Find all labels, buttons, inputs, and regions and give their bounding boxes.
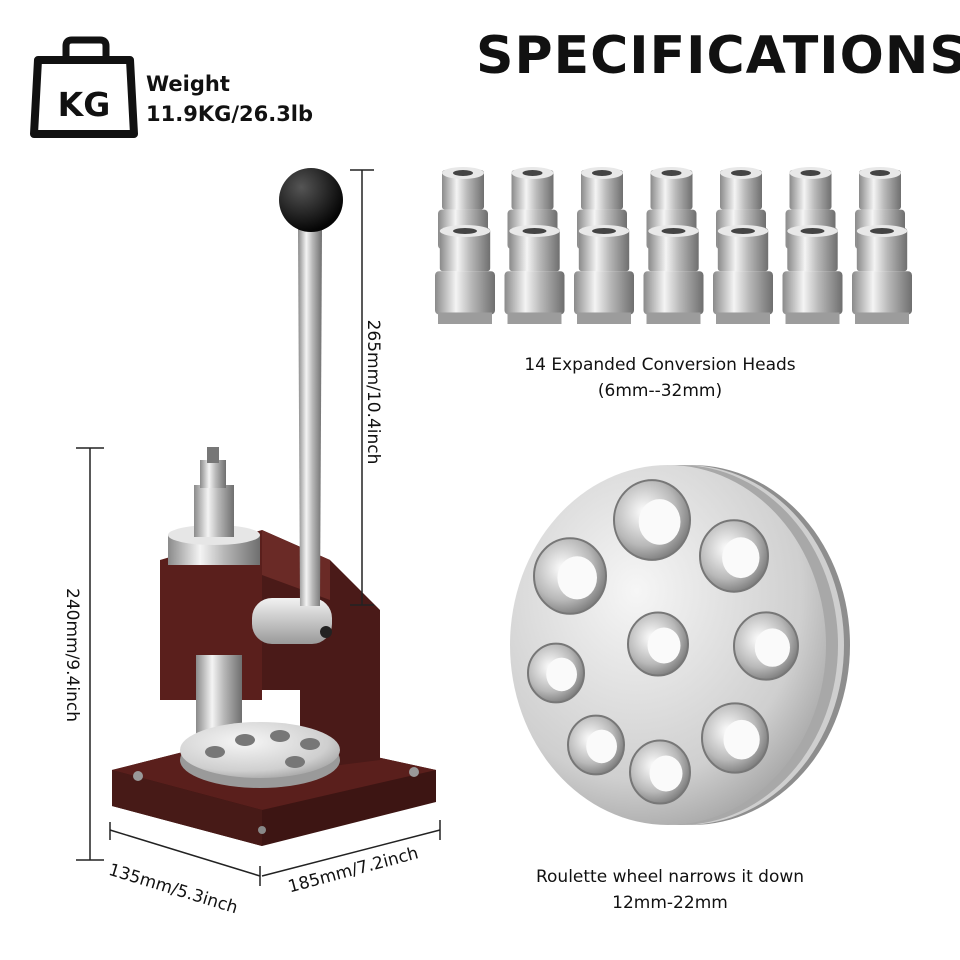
wheel-caption-line1: Roulette wheel narrows it down — [535, 867, 805, 887]
conversion-head — [435, 225, 495, 324]
handle-height-dimension: 265mm/10.4inch — [363, 319, 383, 465]
weight-value: 11.9KG/26.3lb — [146, 102, 314, 126]
body-height-dimension: 240mm/9.4inch — [62, 588, 82, 722]
wheel-hole-inner — [754, 628, 791, 667]
wheel-hole-inner — [557, 556, 597, 600]
wheel-hole-inner — [647, 627, 681, 664]
conversion-head — [643, 225, 704, 324]
wheel-caption-line2: 12mm-22mm — [612, 893, 728, 913]
heads-caption: 14 Expanded Conversion Heads (6mm--32mm) — [460, 352, 860, 404]
conversion-head — [574, 225, 634, 324]
dimension-lines — [76, 169, 441, 886]
weight-label: Weight — [146, 72, 230, 96]
wheel-hole-inner — [638, 499, 681, 545]
weight-icon — [30, 36, 138, 138]
conversion-head — [782, 225, 843, 324]
wheel-hole-inner — [546, 657, 577, 692]
conversion-head — [852, 225, 912, 324]
wheel-hole-inner — [722, 537, 760, 579]
heads-caption-line2: (6mm--32mm) — [597, 381, 723, 401]
page-title: SPECIFICATIONS — [476, 26, 960, 86]
roulette-wheel-image — [510, 465, 850, 825]
wheel-hole-inner — [586, 729, 617, 764]
ring-stretcher-press-image — [112, 168, 436, 846]
wheel-hole-inner — [649, 755, 683, 792]
wheel-hole-inner — [723, 719, 760, 760]
wheel-caption: Roulette wheel narrows it down 12mm-22mm — [470, 864, 870, 916]
conversion-head — [713, 225, 773, 324]
conversion-head — [504, 225, 565, 324]
conversion-heads-image — [435, 167, 912, 324]
heads-caption-line1: 14 Expanded Conversion Heads — [524, 355, 796, 375]
weight-icon-label: KG — [57, 85, 111, 124]
